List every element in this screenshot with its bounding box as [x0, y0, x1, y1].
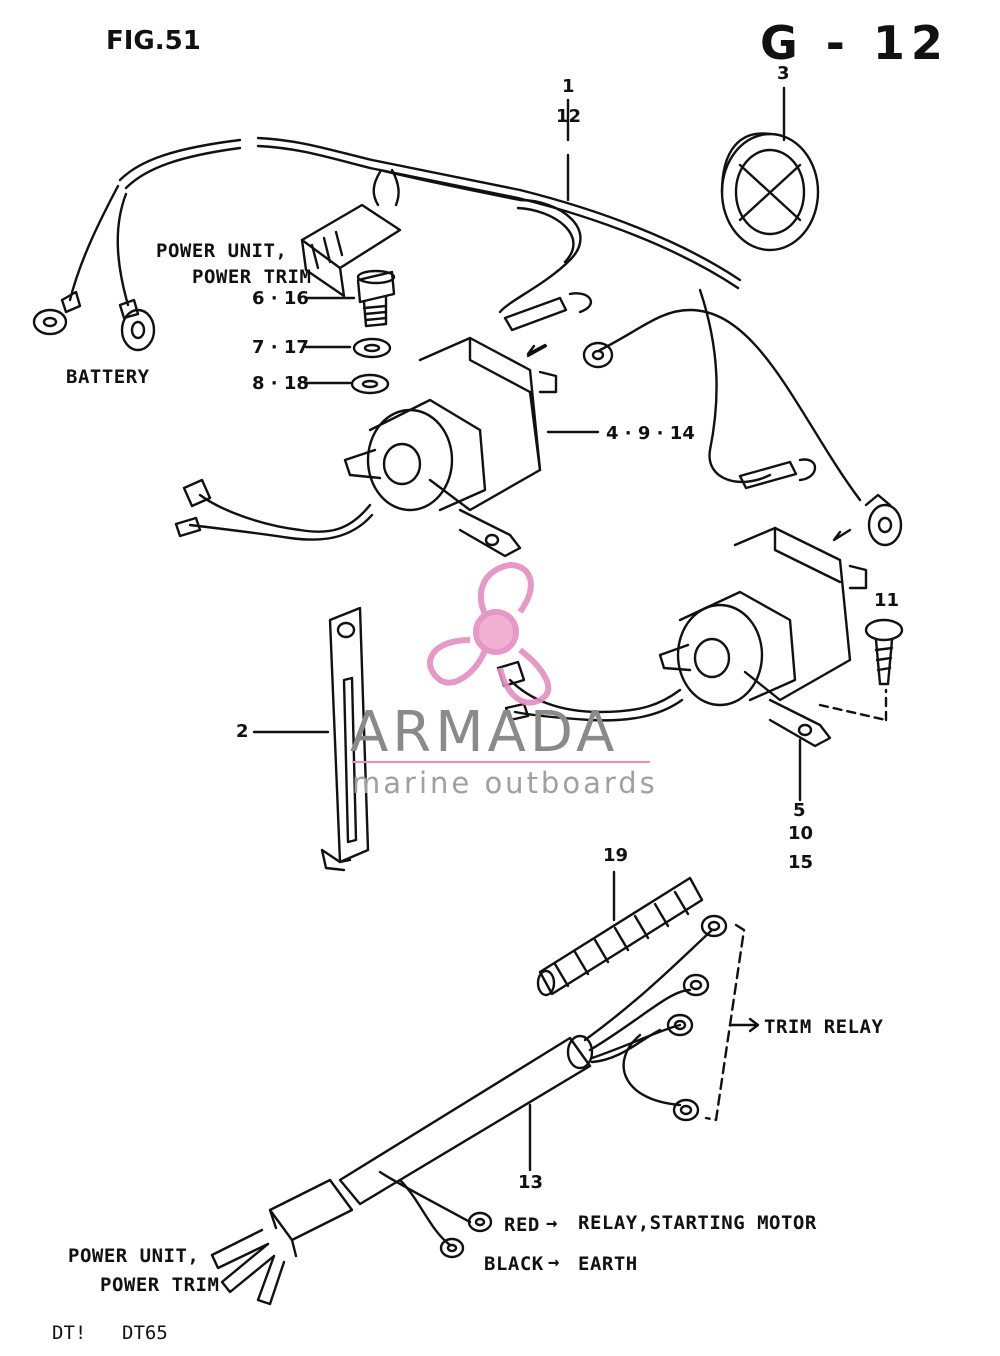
bracket — [252, 606, 370, 872]
relay-lower — [496, 526, 904, 802]
watermark-brand: ARMADA — [350, 700, 619, 765]
part-number-1: 1 — [562, 76, 575, 97]
part-number-11: 11 — [874, 590, 900, 611]
figure-number: FIG.51 — [106, 26, 201, 56]
main-harness — [32, 86, 903, 547]
page-code: G - 12 — [760, 16, 949, 70]
label-red: RED — [504, 1214, 540, 1236]
part-number-12: 12 — [556, 106, 582, 127]
part-number-2: 2 — [236, 721, 249, 742]
part-number-7-17: 7 · 17 — [252, 337, 309, 358]
label-power-unit-top-line2: POWER TRIM — [192, 266, 312, 288]
spiral-tube — [536, 870, 704, 997]
propeller-icon — [427, 561, 552, 706]
arrow-right-icon: → — [546, 1212, 558, 1234]
part-number-13: 13 — [518, 1172, 544, 1193]
part-number-4-9-14: 4 · 9 · 14 — [606, 423, 695, 444]
relay-upper — [174, 336, 600, 558]
part-number-10: 10 — [788, 823, 814, 844]
part-number-6-16: 6 · 16 — [252, 288, 309, 309]
footer-model-a: DT! — [52, 1322, 87, 1344]
label-power-unit-top-line1: POWER UNIT, — [156, 240, 288, 262]
label-trim-relay: TRIM RELAY — [764, 1016, 884, 1038]
part-number-19: 19 — [603, 845, 629, 866]
arrow-right-icon: → — [548, 1251, 560, 1273]
part-number-8-18: 8 · 18 — [252, 373, 309, 394]
part-number-3: 3 — [777, 63, 790, 84]
footer-model-b: DT65 — [122, 1322, 168, 1344]
label-power-unit-bottom-line2: POWER TRIM — [100, 1274, 220, 1296]
label-battery: BATTERY — [66, 366, 150, 388]
watermark-tagline: marine outboards — [352, 766, 658, 800]
bolt-and-washers — [304, 269, 396, 395]
label-power-unit-bottom-line1: POWER UNIT, — [68, 1245, 200, 1267]
part-number-5: 5 — [793, 800, 806, 821]
lower-harness — [210, 914, 760, 1306]
part-number-15: 15 — [788, 852, 814, 873]
label-earth: EARTH — [578, 1253, 638, 1275]
label-black: BLACK — [484, 1253, 544, 1275]
grommet — [720, 132, 820, 252]
label-relay-starting-motor: RELAY,STARTING MOTOR — [578, 1212, 817, 1234]
